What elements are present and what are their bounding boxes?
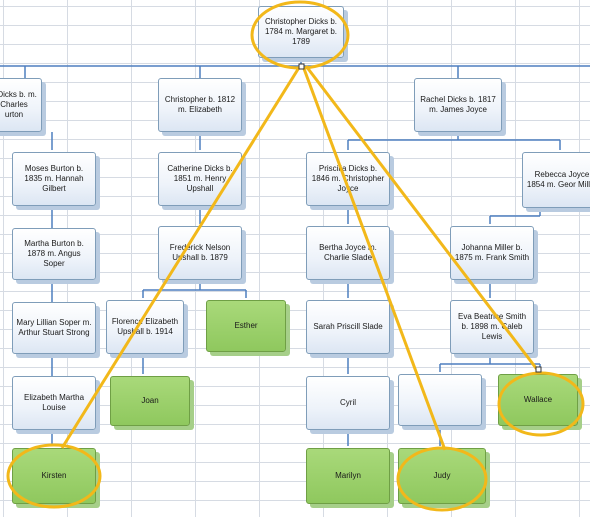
node-florence[interactable]: Florence Elizabeth Upshall b. 1914 (106, 300, 184, 354)
node-christopher-b[interactable]: Christopher b. 1812 m. Elizabeth (158, 78, 242, 132)
node-sarah[interactable]: Sarah Priscill Slade (306, 300, 390, 354)
node-moses[interactable]: Moses Burton b. 1835 m. Hannah Gilbert (12, 152, 96, 206)
node-joan[interactable]: Joan (110, 376, 190, 426)
node-rebecca[interactable]: Rebecca Joyce 1854 m. Geor Miller (522, 152, 590, 208)
node-mary[interactable]: Mary Lillian Soper m. Arthur Stuart Stro… (12, 302, 96, 354)
node-rachel[interactable]: Rachel Dicks b. 1817 m. James Joyce (414, 78, 502, 132)
node-kirsten[interactable]: Kirsten (12, 448, 96, 504)
node-martha[interactable]: Martha Burton b. 1878 m. Angus Soper (12, 228, 96, 280)
node-johanna[interactable]: Johanna Miller b. 1875 m. Frank Smith (450, 226, 534, 280)
node-frederick[interactable]: Frederick Nelson Upshall b. 1879 (158, 226, 242, 280)
node-eva[interactable]: Eva Beatrice Smith b. 1898 m. Caleb Lewi… (450, 300, 534, 354)
node-blank[interactable] (398, 374, 482, 426)
node-dicks-left[interactable]: s Dicks b. m. Charles urton (0, 78, 42, 132)
node-priscilla[interactable]: Priscilla Dicks b. 1846 m. Christopher J… (306, 152, 390, 206)
node-elizabeth[interactable]: Elizabeth Martha Louise (12, 376, 96, 430)
node-esther[interactable]: Esther (206, 300, 286, 352)
node-judy[interactable]: Judy (398, 448, 486, 504)
node-catherine[interactable]: Catherine Dicks b. 1851 m. Henry Upshall (158, 152, 242, 206)
node-wallace[interactable]: Wallace (498, 374, 578, 426)
node-christopher-dicks[interactable]: Christopher Dicks b. 1784 m. Margaret b.… (258, 6, 344, 58)
node-bertha[interactable]: Bertha Joyce m. Charlie Slade (306, 226, 390, 280)
node-cyril[interactable]: Cyril (306, 376, 390, 430)
node-marilyn[interactable]: Marilyn (306, 448, 390, 504)
